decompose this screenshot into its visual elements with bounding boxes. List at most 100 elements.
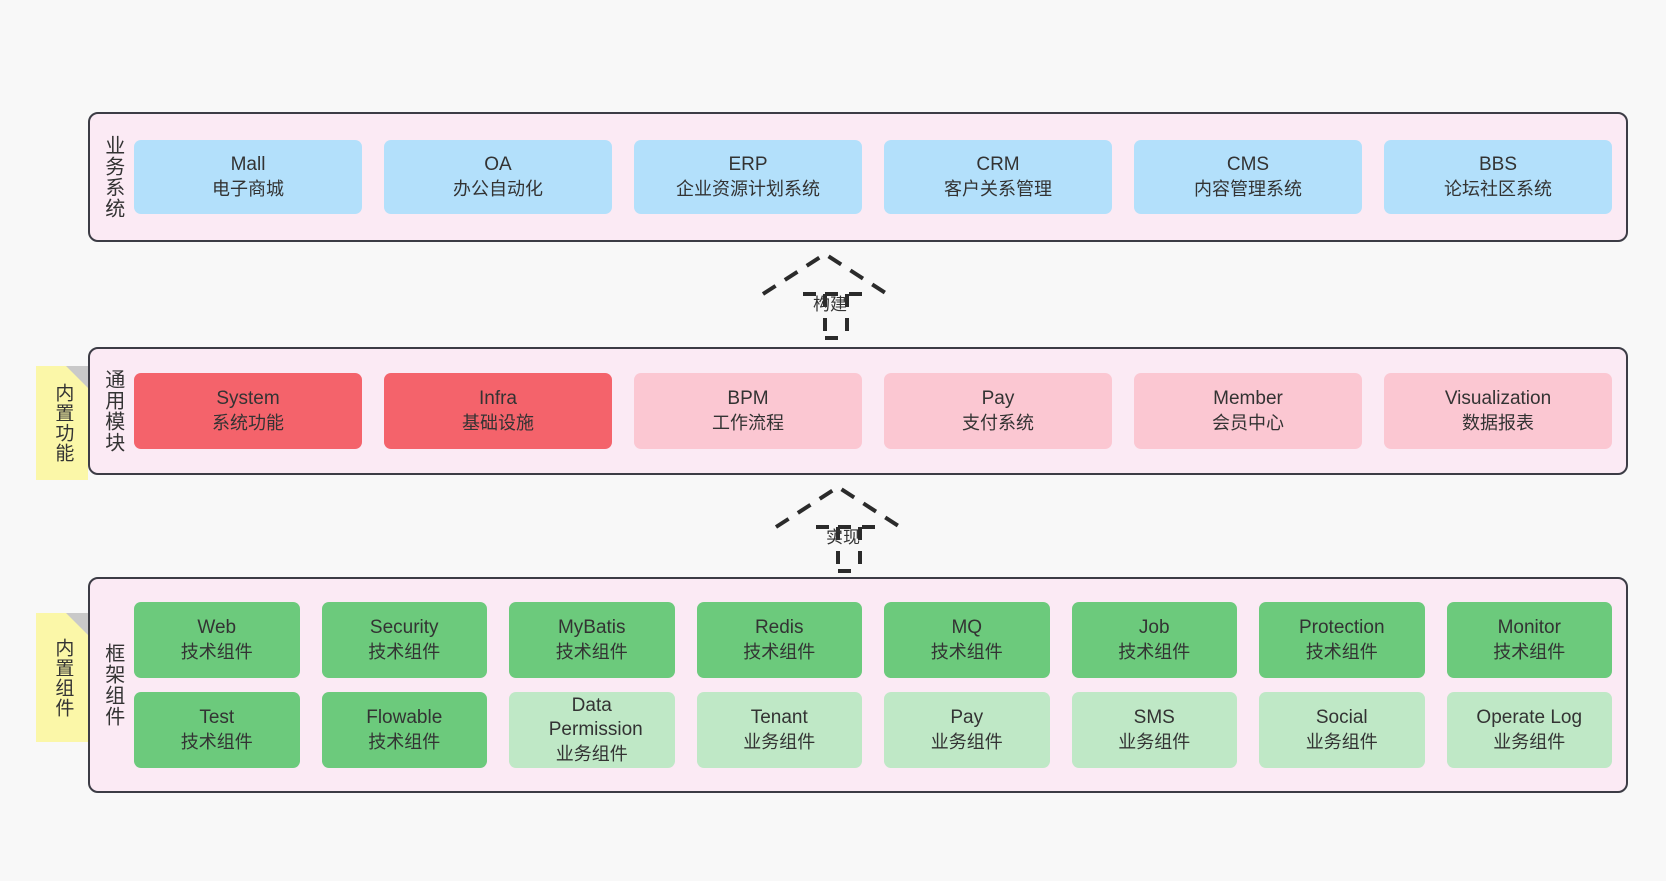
node-title: Mall <box>230 154 266 176</box>
connector-build-label: 构建 <box>813 295 847 314</box>
node-title: Visualization <box>1444 388 1552 410</box>
node-title: Security <box>369 617 439 639</box>
node-monitor[interactable]: Monitor 技术组件 <box>1446 602 1612 678</box>
note-label: 内置功能 <box>52 383 74 463</box>
node-oa[interactable]: OA 办公自动化 <box>384 140 612 214</box>
node-subtitle: 技术组件 <box>555 641 628 662</box>
node-subtitle: 技术组件 <box>368 641 441 662</box>
connector-build: 构建 <box>755 251 915 350</box>
node-mybatis[interactable]: MyBatis 技术组件 <box>509 602 675 678</box>
node-title: Operate Log <box>1476 707 1583 729</box>
node-subtitle: 企业资源计划系统 <box>676 178 820 199</box>
node-subtitle: 会员中心 <box>1212 412 1284 433</box>
node-subtitle: 电子商城 <box>212 178 284 199</box>
node-bpm[interactable]: BPM 工作流程 <box>634 373 862 449</box>
node-security[interactable]: Security 技术组件 <box>321 602 487 678</box>
node-subtitle: 系统功能 <box>212 412 284 433</box>
node-subtitle: 技术组件 <box>180 731 253 752</box>
node-title: CRM <box>976 154 1020 176</box>
node-sms[interactable]: SMS 业务组件 <box>1071 692 1237 768</box>
node-flowable[interactable]: Flowable 技术组件 <box>321 692 487 768</box>
node-subtitle: 业务组件 <box>555 743 628 764</box>
node-operate-log[interactable]: Operate Log 业务组件 <box>1446 692 1612 768</box>
node-row: Web 技术组件 Security 技术组件 MyBatis 技术组件 Redi… <box>134 602 1612 678</box>
node-infra[interactable]: Infra 基础设施 <box>384 373 612 449</box>
node-subtitle: 技术组件 <box>368 731 441 752</box>
node-protection[interactable]: Protection 技术组件 <box>1259 602 1425 678</box>
node-title: CMS <box>1226 154 1270 176</box>
layer-title-business-systems: 业务系统 <box>101 135 124 219</box>
node-title: Pay <box>950 707 984 729</box>
note-fold-icon <box>66 613 88 635</box>
node-subtitle: 业务组件 <box>930 731 1003 752</box>
node-erp[interactable]: ERP 企业资源计划系统 <box>634 140 862 214</box>
node-subtitle: 支付系统 <box>962 412 1034 433</box>
node-title: BPM <box>727 388 769 410</box>
node-bbs[interactable]: BBS 论坛社区系统 <box>1384 140 1612 214</box>
node-pay[interactable]: Pay 支付系统 <box>884 373 1112 449</box>
node-mall[interactable]: Mall 电子商城 <box>134 140 362 214</box>
node-job[interactable]: Job 技术组件 <box>1071 602 1237 678</box>
node-cms[interactable]: CMS 内容管理系统 <box>1134 140 1362 214</box>
node-title: Test <box>199 707 235 729</box>
node-data-permission[interactable]: Data Permission 业务组件 <box>509 692 675 768</box>
node-subtitle: 工作流程 <box>712 412 784 433</box>
node-title: Monitor <box>1497 617 1561 639</box>
node-title: Member <box>1213 388 1283 410</box>
node-subtitle: 业务组件 <box>1118 731 1191 752</box>
node-visualization[interactable]: Visualization 数据报表 <box>1384 373 1612 449</box>
node-subtitle: 基础设施 <box>462 412 534 433</box>
node-pay-component[interactable]: Pay 业务组件 <box>884 692 1050 768</box>
node-subtitle: 业务组件 <box>1305 731 1378 752</box>
node-title: Infra <box>478 388 518 410</box>
node-web[interactable]: Web 技术组件 <box>134 602 300 678</box>
note-builtin-features: 内置功能 <box>36 366 88 480</box>
node-social[interactable]: Social 业务组件 <box>1259 692 1425 768</box>
node-title: Flowable <box>366 707 443 729</box>
node-redis[interactable]: Redis 技术组件 <box>696 602 862 678</box>
node-system[interactable]: System 系统功能 <box>134 373 362 449</box>
node-title: MyBatis <box>557 617 626 639</box>
node-subtitle: 技术组件 <box>1305 641 1378 662</box>
node-mq[interactable]: MQ 技术组件 <box>884 602 1050 678</box>
node-subtitle: 办公自动化 <box>453 178 543 199</box>
node-title: MQ <box>951 617 983 639</box>
layer-framework-components: 框架组件 Web 技术组件 Security 技术组件 MyBatis 技术组件… <box>88 577 1628 793</box>
node-crm[interactable]: CRM 客户关系管理 <box>884 140 1112 214</box>
node-title: Social <box>1315 707 1368 729</box>
node-subtitle: 业务组件 <box>743 731 816 752</box>
node-row: System 系统功能 Infra 基础设施 BPM 工作流程 Pay 支付系统… <box>134 373 1612 449</box>
node-subtitle: 客户关系管理 <box>944 178 1052 199</box>
node-subtitle: 数据报表 <box>1462 412 1534 433</box>
node-test[interactable]: Test 技术组件 <box>134 692 300 768</box>
node-subtitle: 技术组件 <box>1118 641 1191 662</box>
layer-title-framework-components: 框架组件 <box>101 643 124 727</box>
node-subtitle: 内容管理系统 <box>1194 178 1302 199</box>
connector-realize-label: 实现 <box>826 528 860 547</box>
node-title: Web <box>197 617 237 639</box>
node-row: Mall 电子商城 OA 办公自动化 ERP 企业资源计划系统 CRM 客户关系… <box>134 140 1612 214</box>
node-tenant[interactable]: Tenant 业务组件 <box>696 692 862 768</box>
node-title: System <box>216 388 280 410</box>
layer-body-framework-components: Web 技术组件 Security 技术组件 MyBatis 技术组件 Redi… <box>134 579 1626 791</box>
realize-arrow-icon <box>774 484 902 573</box>
node-row: Test 技术组件 Flowable 技术组件 Data Permission … <box>134 692 1612 768</box>
node-subtitle: 技术组件 <box>930 641 1003 662</box>
note-builtin-components: 内置组件 <box>36 613 88 742</box>
node-title: Pay <box>981 388 1015 410</box>
layer-common-modules: 通用模块 System 系统功能 Infra 基础设施 BPM 工作流程 Pay… <box>88 347 1628 475</box>
node-title: SMS <box>1133 707 1175 729</box>
node-title: OA <box>484 154 512 176</box>
node-subtitle: 业务组件 <box>1493 731 1566 752</box>
note-fold-icon <box>66 366 88 388</box>
node-title: BBS <box>1478 154 1518 176</box>
connector-realize: 实现 <box>768 484 928 583</box>
node-title: Tenant <box>750 707 808 729</box>
node-title: Job <box>1138 617 1170 639</box>
node-member[interactable]: Member 会员中心 <box>1134 373 1362 449</box>
node-subtitle: 技术组件 <box>1493 641 1566 662</box>
layer-business-systems: 业务系统 Mall 电子商城 OA 办公自动化 ERP 企业资源计划系统 CRM… <box>88 112 1628 242</box>
node-title: Protection <box>1298 617 1385 639</box>
layer-title-common-modules: 通用模块 <box>101 369 124 453</box>
